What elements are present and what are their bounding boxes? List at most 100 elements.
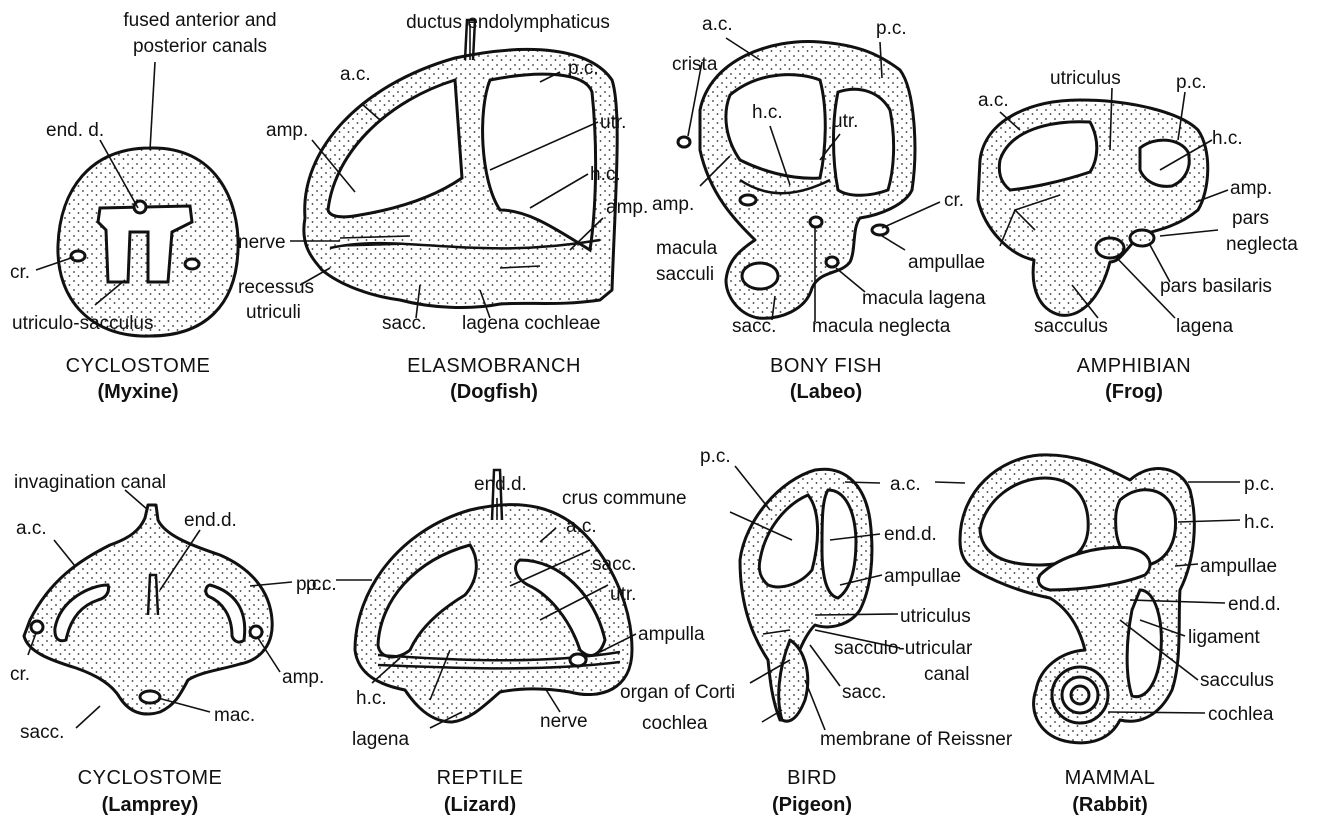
caption-lizard: REPTILE (437, 767, 524, 789)
labeo-crista-spot (678, 137, 690, 147)
label-ac: a.c. (890, 474, 921, 495)
label-utr: utr. (600, 112, 626, 133)
leader (735, 466, 770, 510)
label-amp-1: amp. (266, 120, 308, 141)
leader (1108, 712, 1205, 713)
label-sacculo-utricular-1: sacculo-utricular (834, 638, 973, 659)
panel-dogfish: ductus endolymphaticus a.c. p.c. amp. ut… (238, 12, 648, 403)
label-end-d: end.d. (474, 474, 527, 495)
panel-frog: a.c. utriculus p.c. h.c. amp. pars negle… (978, 68, 1298, 403)
label-macula-sacculi-1: macula (656, 238, 718, 259)
label-ac: a.c. (566, 516, 597, 537)
label-lagena: lagena (1176, 316, 1233, 337)
label-hc: h.c. (1244, 512, 1275, 533)
leader (54, 540, 75, 566)
label-amp: amp. (1230, 178, 1272, 199)
label-cochlea: cochlea (642, 713, 708, 734)
label-end-d: end.d. (884, 524, 937, 545)
labeo-macula-lagena (826, 257, 838, 267)
leader (76, 706, 100, 728)
label-lagena: lagena (352, 729, 409, 750)
label-sacculus: sacculus (1200, 670, 1274, 691)
label-sacc: sacc. (592, 554, 636, 575)
myxine-crista-right (185, 259, 199, 269)
label-pc: p.c. (1244, 474, 1275, 495)
label-recessus-1: recessus (238, 277, 314, 298)
label-crista: crista (672, 54, 718, 75)
label-pc: p.c. (568, 58, 599, 79)
label-pars-basilaris: pars basilaris (1160, 276, 1272, 297)
label-end-d: end.d. (1228, 594, 1281, 615)
frog-pars-lobe (1130, 230, 1154, 246)
label-utriculo-sacculus: utriculo-sacculus (12, 313, 154, 334)
lamprey-mac-spot (140, 691, 160, 703)
label-utriculus: utriculus (1050, 68, 1121, 89)
species-labeo: (Labeo) (790, 381, 862, 403)
label-membrane-of-reissner: membrane of Reissner (820, 729, 1013, 750)
lamprey-amp-spot (250, 626, 262, 638)
label-pc: p.c. (700, 446, 731, 467)
caption-myxine: CYCLOSTOME (66, 355, 211, 377)
label-cr: cr. (944, 190, 964, 211)
label-lagena-cochleae: lagena cochleae (462, 313, 600, 334)
leader (1160, 230, 1218, 236)
lizard-ampulla-spot (570, 654, 586, 666)
panel-labeo: a.c. p.c. crista h.c. utr. amp. cr. macu… (652, 14, 986, 403)
label-ductus: ductus endolymphaticus (406, 12, 610, 33)
label-sacc: sacc. (382, 313, 426, 334)
label-fused-canals-2: posterior canals (133, 36, 267, 57)
labeo-neglecta-spot (810, 217, 822, 227)
species-frog: (Frog) (1105, 381, 1163, 403)
label-organ-of-corti: organ of Corti (620, 682, 735, 703)
rabbit-cochlea-inner (1071, 686, 1089, 704)
panel-lizard: end.d. a.c. sacc. p.c. utr. ampulla h.c.… (306, 470, 705, 816)
caption-frog: AMPHIBIAN (1077, 355, 1192, 377)
label-macula-sacculi-2: sacculi (656, 264, 714, 285)
label-ac: a.c. (340, 64, 371, 85)
labeo-macula-sacculi (742, 263, 778, 289)
label-fused-canals-1: fused anterior and (123, 10, 276, 31)
label-end-d: end. d. (46, 120, 104, 141)
label-sacculus: sacculus (1034, 316, 1108, 337)
label-crus-commune: crus commune (562, 488, 687, 509)
label-ac: a.c. (16, 518, 47, 539)
label-nerve: nerve (540, 711, 588, 732)
label-pars-neglecta-2: neglecta (1226, 234, 1298, 255)
label-ampullae: ampullae (884, 566, 961, 587)
leader (805, 680, 825, 730)
label-amp: amp. (652, 194, 694, 215)
leader (815, 614, 898, 615)
label-cr: cr. (10, 664, 30, 685)
label-ac: a.c. (702, 14, 733, 35)
label-utr: utr. (832, 111, 858, 132)
label-end-d: end.d. (184, 510, 237, 531)
label-nerve: nerve (238, 232, 286, 253)
label-ligament: ligament (1188, 627, 1261, 648)
label-amp-2: amp. (606, 197, 648, 218)
species-lizard: (Lizard) (444, 794, 516, 816)
caption-labeo: BONY FISH (770, 355, 882, 377)
label-utr: utr. (610, 584, 636, 605)
lamprey-cr-spot (31, 621, 43, 633)
leader (150, 62, 155, 150)
leader (935, 482, 965, 483)
labeo-spot-2 (740, 195, 756, 205)
label-recessus-2: utriculi (246, 302, 301, 323)
species-lamprey: (Lamprey) (102, 794, 199, 816)
label-pc: p.c. (306, 574, 337, 595)
leader (836, 268, 865, 292)
species-rabbit: (Rabbit) (1072, 794, 1148, 816)
label-hc: h.c. (356, 688, 387, 709)
frog-right-loop (1140, 140, 1189, 186)
caption-dogfish: ELASMOBRANCH (407, 355, 581, 377)
label-hc: h.c. (590, 164, 621, 185)
label-sacc: sacc. (842, 682, 886, 703)
label-macula-lagena: macula lagena (862, 288, 986, 309)
label-mac: mac. (214, 705, 255, 726)
label-ampullae: ampullae (1200, 556, 1277, 577)
caption-lamprey: CYCLOSTOME (78, 767, 223, 789)
label-sacc: sacc. (732, 316, 776, 337)
leader (845, 482, 880, 483)
